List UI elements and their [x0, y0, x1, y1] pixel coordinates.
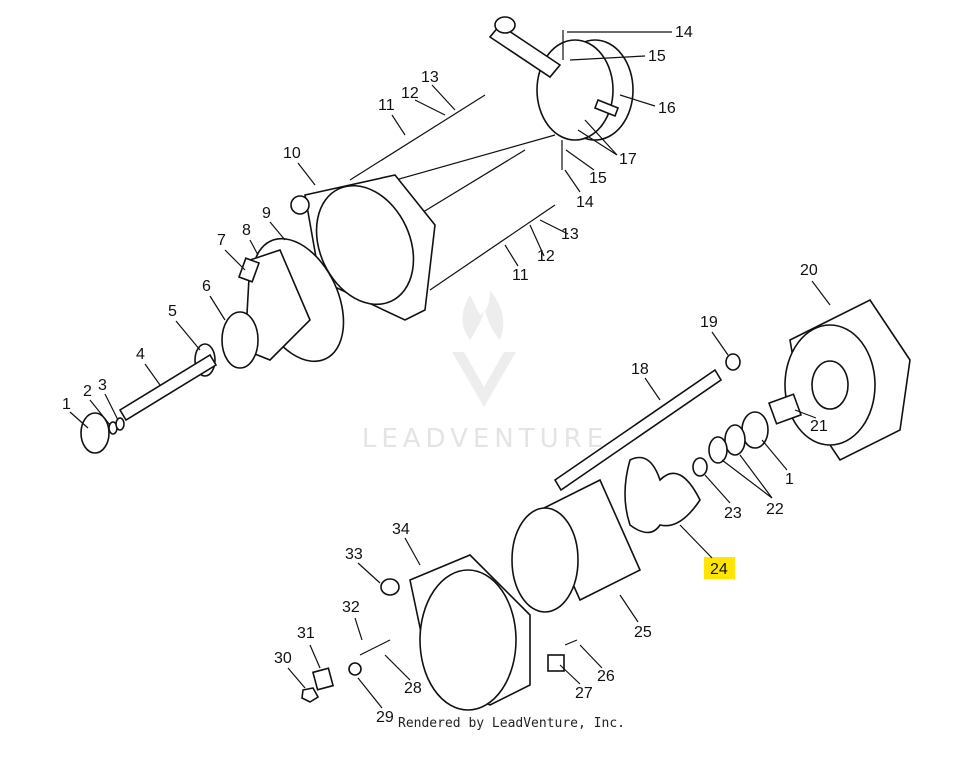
- callout-label[interactable]: 25: [634, 624, 652, 641]
- callout-label[interactable]: 15: [589, 170, 607, 187]
- callout-label[interactable]: 14: [675, 24, 693, 41]
- callout-label[interactable]: 30: [274, 650, 292, 667]
- callout-label[interactable]: 13: [421, 69, 439, 86]
- callout-label[interactable]: 28: [404, 680, 422, 697]
- part-intake-housing: [380, 554, 531, 711]
- callout-label[interactable]: 31: [297, 625, 315, 642]
- callout-label[interactable]: 15: [648, 48, 666, 65]
- callout-label[interactable]: 23: [724, 505, 742, 522]
- callout-label[interactable]: 14: [576, 194, 594, 211]
- footer-credit: Rendered by LeadVenture, Inc.: [398, 716, 625, 731]
- watermark-text: LEADVENTURE: [362, 424, 608, 454]
- callout-label[interactable]: 29: [376, 709, 394, 726]
- callout-label[interactable]: 33: [345, 546, 363, 563]
- callout-label[interactable]: 12: [537, 248, 555, 265]
- callout-labels: 14 15 16 17 15 14 13 12 11 10 9 8 7 6 5 …: [62, 24, 828, 726]
- callout-label[interactable]: 32: [342, 599, 360, 616]
- callout-label[interactable]: 5: [168, 303, 177, 320]
- callout-label-highlighted[interactable]: 24: [710, 561, 728, 578]
- callout-label[interactable]: 6: [202, 278, 211, 295]
- callout-label[interactable]: 22: [766, 501, 784, 518]
- callout-label[interactable]: 19: [700, 314, 718, 331]
- part-hardware: [301, 639, 578, 703]
- callout-label[interactable]: 8: [242, 222, 251, 239]
- part-pump-housing: [290, 174, 436, 321]
- callout-label[interactable]: 13: [561, 226, 579, 243]
- callout-label[interactable]: 10: [283, 145, 301, 162]
- part-steering-bracket: [488, 16, 634, 170]
- part-bearings: [692, 393, 803, 477]
- part-impeller-shaft: [553, 368, 723, 492]
- callout-label[interactable]: 27: [575, 685, 593, 702]
- callout-label[interactable]: 17: [619, 151, 637, 168]
- part-impeller: [624, 456, 701, 534]
- callout-label[interactable]: 16: [658, 100, 676, 117]
- callout-label[interactable]: 18: [631, 361, 649, 378]
- part-drive-shaft: [80, 343, 218, 454]
- highlight-box: [704, 557, 735, 579]
- callout-label[interactable]: 1: [785, 471, 794, 488]
- callout-label[interactable]: 7: [217, 232, 226, 249]
- part-wear-ring: [511, 478, 642, 613]
- callout-label[interactable]: 20: [800, 262, 818, 279]
- callout-label[interactable]: 1: [62, 396, 71, 413]
- callout-label[interactable]: 11: [378, 97, 395, 114]
- callout-label[interactable]: 3: [98, 377, 107, 394]
- callout-label[interactable]: 4: [136, 346, 145, 363]
- callout-label[interactable]: 34: [392, 521, 410, 538]
- watermark-logo: [452, 290, 516, 407]
- callout-label[interactable]: 12: [401, 85, 419, 102]
- callout-label[interactable]: 21: [810, 418, 828, 435]
- leader-lines: [69, 31, 831, 709]
- callout-label[interactable]: 26: [597, 668, 615, 685]
- callout-label[interactable]: 9: [262, 205, 271, 222]
- callout-label[interactable]: 11: [512, 267, 529, 284]
- callout-label[interactable]: 2: [83, 383, 92, 400]
